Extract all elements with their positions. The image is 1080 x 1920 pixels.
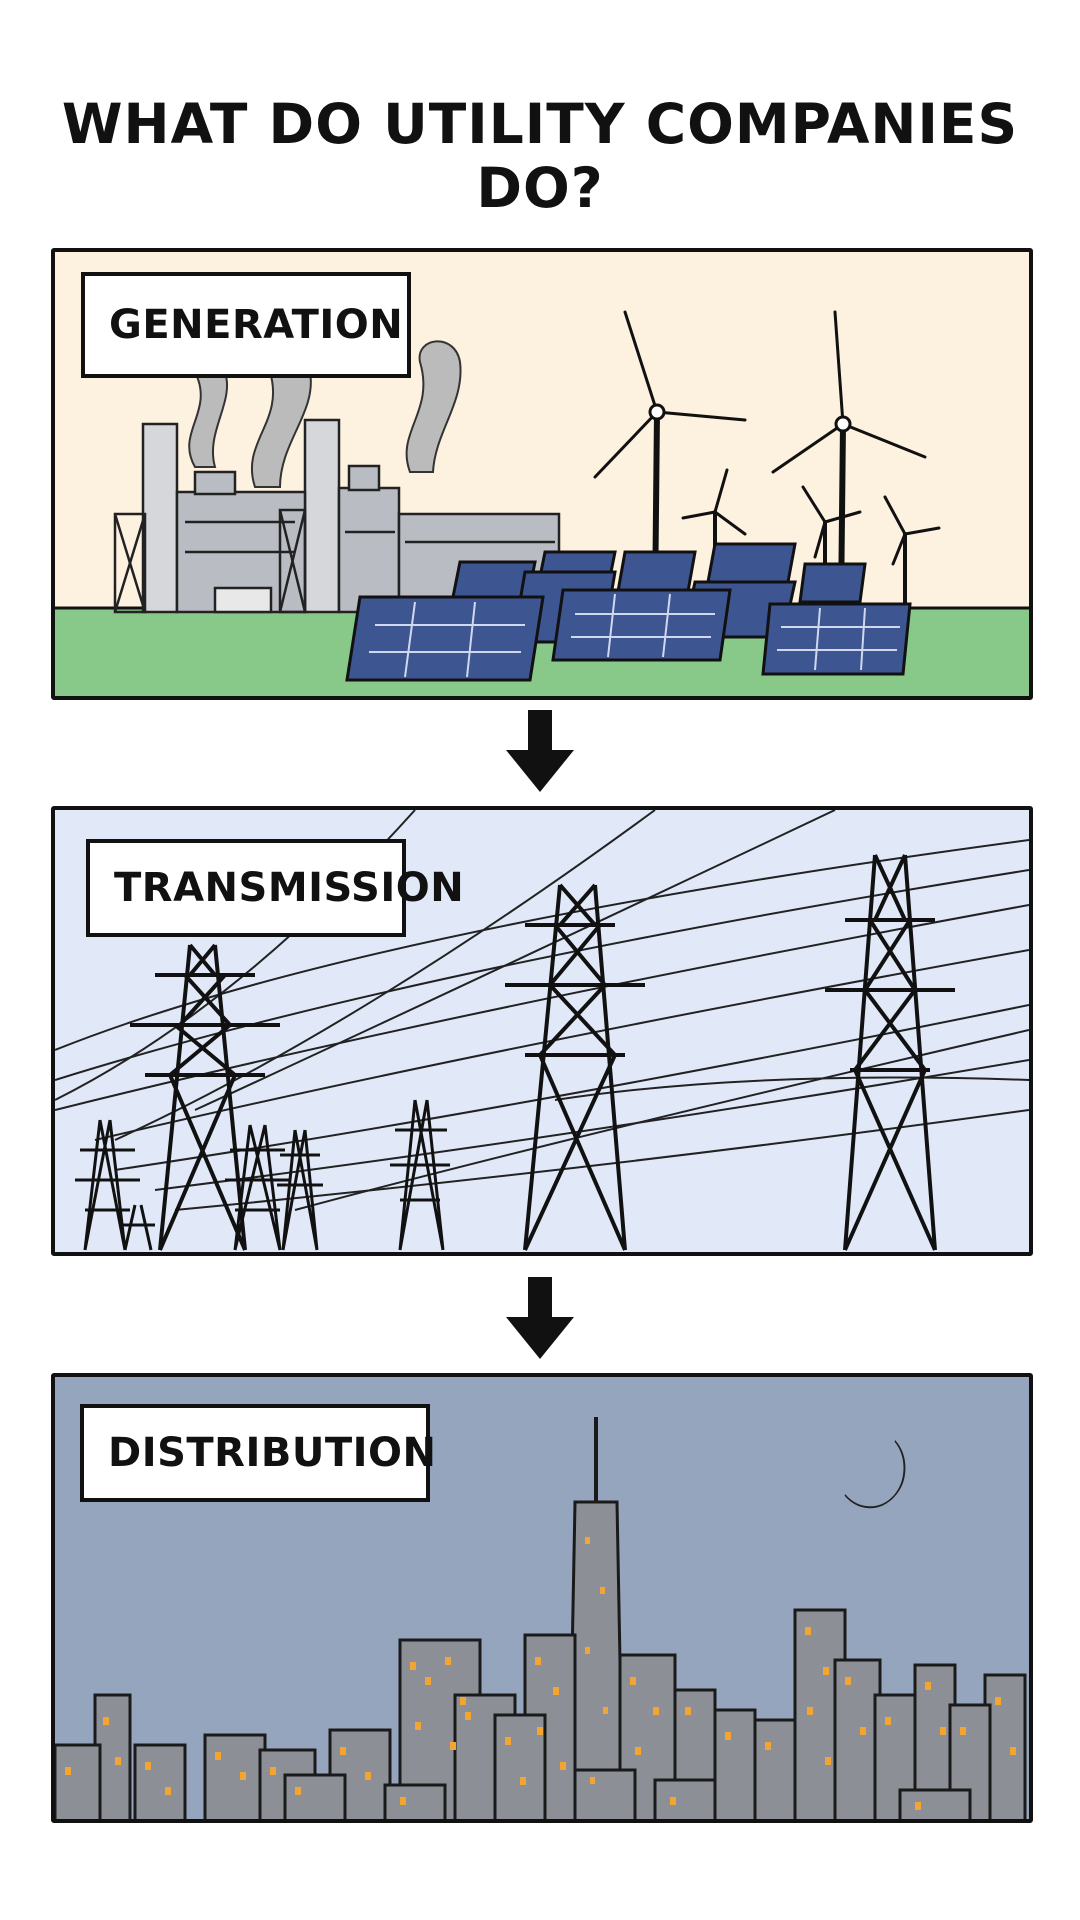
transmission-towers bbox=[75, 854, 955, 1251]
solar-grid-lines bbox=[369, 593, 900, 678]
city-skyline bbox=[55, 1417, 1027, 1819]
moon-icon bbox=[844, 1440, 906, 1509]
distribution-panel: DISTRIBUTION bbox=[51, 1373, 1033, 1823]
generation-label: GENERATION bbox=[81, 272, 411, 378]
arrow-down-icon bbox=[506, 1277, 574, 1359]
lit-windows bbox=[65, 1537, 1016, 1810]
transmission-panel: TRANSMISSION bbox=[51, 806, 1033, 1256]
generation-panel: GENERATION bbox=[51, 248, 1033, 700]
solar-panels bbox=[345, 542, 912, 682]
power-plant bbox=[113, 418, 561, 614]
distribution-label: DISTRIBUTION bbox=[80, 1404, 436, 1502]
transmission-scene bbox=[55, 810, 1029, 1251]
arrow-down-icon bbox=[506, 710, 574, 792]
generation-scene bbox=[55, 310, 1029, 696]
diagram-title: WHAT DO UTILITY COMPANIES DO? bbox=[61, 92, 1019, 220]
distribution-scene bbox=[55, 1417, 1027, 1819]
transmission-label: TRANSMISSION bbox=[86, 839, 464, 937]
